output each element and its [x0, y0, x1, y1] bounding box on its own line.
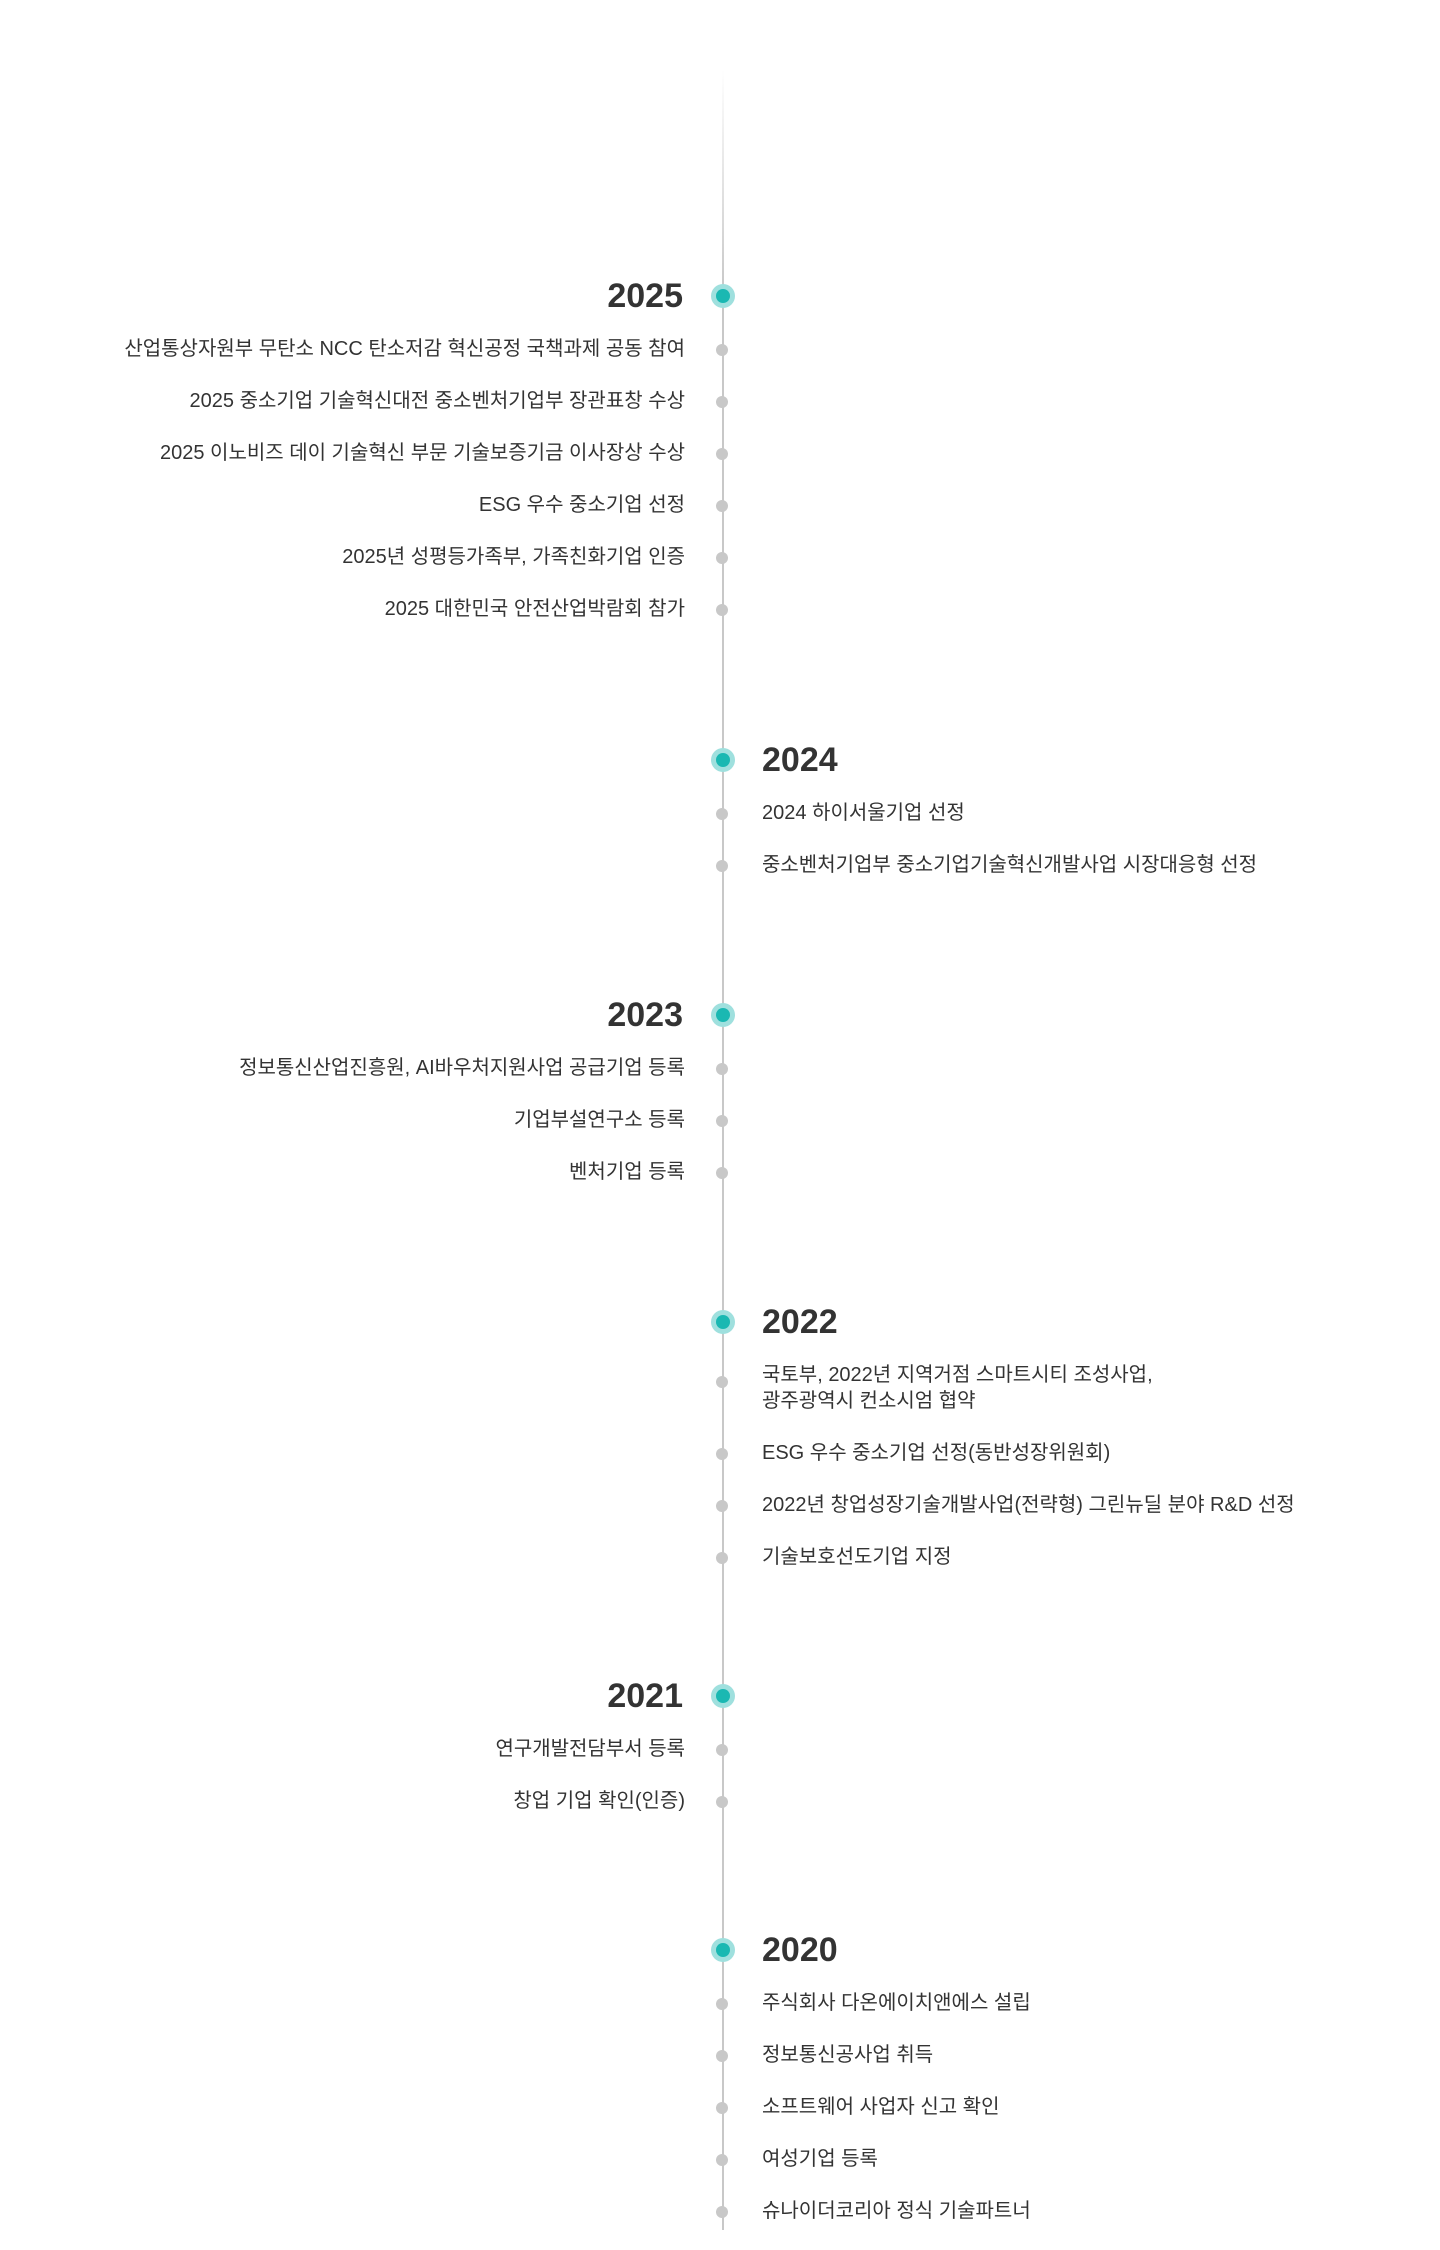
event-marker-dot	[716, 1796, 728, 1808]
year-label: 2025	[607, 277, 683, 315]
timeline-event: 슈나이더코리아 정식 기술파트너	[0, 2198, 1440, 2228]
timeline-event: 여성기업 등록	[0, 2146, 1440, 2176]
year-label: 2023	[607, 996, 683, 1034]
event-marker-dot	[716, 396, 728, 408]
event-marker-dot	[716, 344, 728, 356]
year-marker-dot	[711, 1938, 735, 1962]
event-text: ESG 우수 중소기업 선정	[478, 494, 685, 516]
year-label: 2022	[762, 1303, 838, 1341]
timeline-event: 2022년 창업성장기술개발사업(전략형) 그린뉴딜 분야 R&D 선정	[0, 1492, 1440, 1522]
timeline-event: 정보통신산업진흥원, AI바우처지원사업 공급기업 등록	[0, 1055, 1440, 1085]
timeline-event: 2025 중소기업 기술혁신대전 중소벤처기업부 장관표창 수상	[0, 388, 1440, 418]
event-marker-dot	[716, 2154, 728, 2166]
timeline-event: ESG 우수 중소기업 선정(동반성장위원회)	[0, 1440, 1440, 1470]
event-marker-dot	[716, 1500, 728, 1512]
timeline-line	[722, 290, 724, 2230]
event-text: 소프트웨어 사업자 신고 확인	[762, 2096, 1000, 2118]
event-marker-dot	[716, 2050, 728, 2062]
event-text: 정보통신산업진흥원, AI바우처지원사업 공급기업 등록	[239, 1057, 685, 1079]
timeline-event: 창업 기업 확인(인증)	[0, 1788, 1440, 1818]
event-text: 기술보호선도기업 지정	[762, 1546, 952, 1568]
year-marker-dot	[711, 1310, 735, 1334]
timeline-event: 2024 하이서울기업 선정	[0, 800, 1440, 830]
event-text: 벤처기업 등록	[569, 1161, 685, 1183]
event-marker-dot	[716, 448, 728, 460]
timeline-event: 벤처기업 등록	[0, 1159, 1440, 1189]
event-marker-dot	[716, 1448, 728, 1460]
timeline-event: 중소벤처기업부 중소기업기술혁신개발사업 시장대응형 선정	[0, 852, 1440, 882]
event-text: 슈나이더코리아 정식 기술파트너	[762, 2200, 1031, 2222]
event-text: 여성기업 등록	[762, 2148, 878, 2170]
timeline-event: 산업통상자원부 무탄소 NCC 탄소저감 혁신공정 국책과제 공동 참여	[0, 336, 1440, 366]
event-marker-dot	[716, 1115, 728, 1127]
event-text: 2025 대한민국 안전산업박람회 참가	[384, 598, 685, 620]
event-text: 2024 하이서울기업 선정	[762, 802, 965, 824]
event-marker-dot	[716, 1998, 728, 2010]
year-marker-dot	[711, 1684, 735, 1708]
event-marker-dot	[716, 552, 728, 564]
timeline-event: 2025 대한민국 안전산업박람회 참가	[0, 596, 1440, 626]
timeline-event: 연구개발전담부서 등록	[0, 1736, 1440, 1766]
event-marker-dot	[716, 860, 728, 872]
event-text: 정보통신공사업 취득	[762, 2044, 934, 2066]
event-text: 창업 기업 확인(인증)	[513, 1790, 685, 1812]
event-text: 2025년 성평등가족부, 가족친화기업 인증	[342, 546, 685, 568]
year-marker-dot	[711, 748, 735, 772]
event-text: 중소벤처기업부 중소기업기술혁신개발사업 시장대응형 선정	[762, 854, 1258, 876]
event-text: 산업통상자원부 무탄소 NCC 탄소저감 혁신공정 국책과제 공동 참여	[124, 338, 685, 360]
timeline-line-fade	[722, 70, 724, 290]
event-text: 주식회사 다온에이치앤에스 설립	[762, 1992, 1031, 2014]
event-marker-dot	[716, 500, 728, 512]
event-text: 2025 중소기업 기술혁신대전 중소벤처기업부 장관표창 수상	[189, 390, 685, 412]
event-text: 2025 이노비즈 데이 기술혁신 부문 기술보증기금 이사장상 수상	[160, 442, 685, 464]
event-text: 국토부, 2022년 지역거점 스마트시티 조성사업, 광주광역시 컨소시엄 협…	[762, 1364, 1153, 1412]
event-marker-dot	[716, 2102, 728, 2114]
timeline-event: ESG 우수 중소기업 선정	[0, 492, 1440, 522]
timeline-event: 정보통신공사업 취득	[0, 2042, 1440, 2072]
year-label: 2024	[762, 741, 838, 779]
event-text: 연구개발전담부서 등록	[495, 1738, 685, 1760]
event-text: 2022년 창업성장기술개발사업(전략형) 그린뉴딜 분야 R&D 선정	[762, 1494, 1295, 1516]
timeline-event: 국토부, 2022년 지역거점 스마트시티 조성사업, 광주광역시 컨소시엄 협…	[0, 1362, 1440, 1412]
event-marker-dot	[716, 1063, 728, 1075]
event-text: 기업부설연구소 등록	[513, 1109, 685, 1131]
year-label: 2021	[607, 1677, 683, 1715]
event-marker-dot	[716, 1744, 728, 1756]
event-marker-dot	[716, 604, 728, 616]
event-marker-dot	[716, 1552, 728, 1564]
year-marker-dot	[711, 284, 735, 308]
year-label: 2020	[762, 1931, 838, 1969]
timeline-event: 주식회사 다온에이치앤에스 설립	[0, 1990, 1440, 2020]
timeline-event: 기술보호선도기업 지정	[0, 1544, 1440, 1574]
timeline-event: 2025 이노비즈 데이 기술혁신 부문 기술보증기금 이사장상 수상	[0, 440, 1440, 470]
event-marker-dot	[716, 1376, 728, 1388]
event-text: ESG 우수 중소기업 선정(동반성장위원회)	[762, 1442, 1111, 1464]
year-marker-dot	[711, 1003, 735, 1027]
event-marker-dot	[716, 1167, 728, 1179]
timeline-event: 2025년 성평등가족부, 가족친화기업 인증	[0, 544, 1440, 574]
event-marker-dot	[716, 2206, 728, 2218]
timeline-event: 소프트웨어 사업자 신고 확인	[0, 2094, 1440, 2124]
event-marker-dot	[716, 808, 728, 820]
timeline-event: 기업부설연구소 등록	[0, 1107, 1440, 1137]
